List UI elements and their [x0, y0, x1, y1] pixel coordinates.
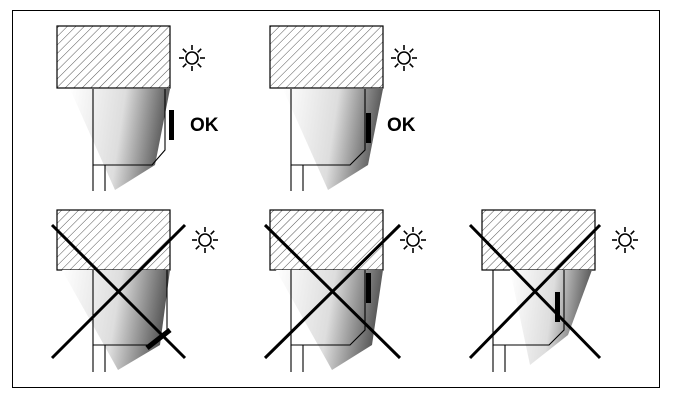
sun-icon [399, 226, 427, 254]
sensor-bar [366, 273, 371, 303]
sun-icon [191, 226, 219, 254]
sensor-bar [366, 113, 371, 143]
panel-ok-1 [56, 25, 206, 191]
cross-mark [263, 223, 402, 360]
sun-icon [611, 226, 639, 254]
panel-wrong-1 [50, 209, 219, 372]
ok-label-2: OK [387, 115, 416, 136]
diagram-frame [12, 10, 660, 388]
cross-mark [50, 223, 187, 360]
sun-icon [178, 44, 206, 72]
sensor-bar [555, 292, 560, 322]
ok-label-1: OK [190, 115, 219, 136]
panel-wrong-3 [468, 209, 639, 372]
sun-icon [390, 44, 418, 72]
cross-mark [468, 223, 602, 360]
panel-ok-2 [269, 25, 418, 191]
sensor-bar [169, 110, 174, 140]
panel-wrong-2 [263, 209, 427, 372]
